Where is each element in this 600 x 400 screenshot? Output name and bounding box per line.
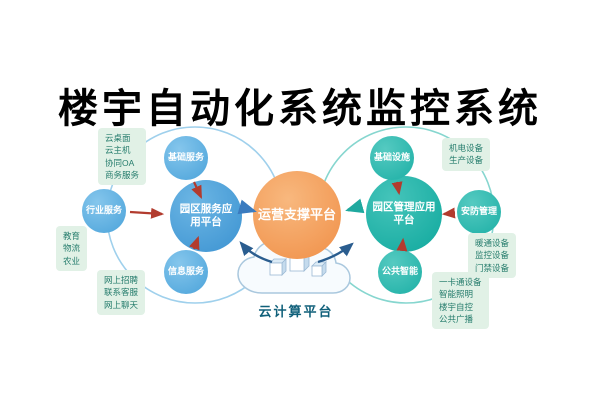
node-industry-services: 行业服务 bbox=[82, 189, 126, 233]
tag-item: 暖通设备 bbox=[475, 238, 510, 248]
node-label: 安防管理 bbox=[460, 206, 497, 217]
center-platform-circle: 运营支撑平台 bbox=[253, 171, 341, 259]
node-public-intelligence: 公共智能 bbox=[378, 250, 422, 294]
tag-item: 云桌面 bbox=[105, 133, 131, 143]
tag-item: 协同OA bbox=[105, 157, 135, 168]
tag-list-infrastructure: 机电设备 生产设备 bbox=[442, 138, 491, 171]
node-label: 公共智能 bbox=[381, 266, 418, 277]
tag-item: 生产设备 bbox=[449, 155, 484, 166]
node-label: 基础服务 bbox=[167, 152, 204, 163]
node-label: 基础设施 bbox=[373, 152, 410, 163]
node-information-services: 信息服务 bbox=[164, 250, 208, 294]
tag-item: 物流 bbox=[63, 243, 81, 254]
tag-list-basic-services: 云桌面 云主机 协同OA 商务服务 bbox=[98, 128, 147, 186]
tag-list-industry-services: 教育 物流 农业 bbox=[56, 226, 88, 271]
tag-item: 网上招聘 bbox=[104, 275, 139, 285]
tag-item: 监控设备 bbox=[475, 250, 510, 261]
left-platform-circle: 园区服务应用平台 bbox=[170, 180, 242, 252]
node-basic-services: 基础服务 bbox=[164, 136, 208, 180]
tag-item: 教育 bbox=[63, 231, 81, 241]
page-title: 楼宇自动化系统监控系统 bbox=[58, 87, 542, 131]
tag-item: 公共广播 bbox=[439, 313, 474, 324]
node-label: 行业服务 bbox=[85, 205, 122, 216]
tag-item: 门禁设备 bbox=[475, 262, 510, 273]
tag-list-security-management: 暖通设备 监控设备 门禁设备 bbox=[468, 233, 517, 278]
cloud-platform-label: 云计算平台 bbox=[258, 304, 334, 319]
right-platform-circle: 园区管理应用平台 bbox=[366, 176, 442, 252]
tag-list-public-intelligence: 一卡通设备 智能照明 楼宇自控 公共广播 bbox=[432, 272, 489, 330]
tag-item: 楼宇自控 bbox=[439, 301, 474, 312]
tag-item: 云主机 bbox=[105, 145, 131, 156]
node-label: 信息服务 bbox=[167, 266, 204, 277]
tag-item: 机电设备 bbox=[449, 143, 484, 153]
tag-item: 联系客服 bbox=[104, 287, 139, 298]
node-infrastructure: 基础设施 bbox=[370, 136, 414, 180]
tag-item: 智能照明 bbox=[439, 289, 474, 300]
tag-item: 农业 bbox=[63, 255, 81, 266]
node-security-management: 安防管理 bbox=[457, 190, 501, 234]
tag-list-information-services: 网上招聘 联系客服 网上聊天 bbox=[97, 270, 146, 315]
right-platform-label: 园区管理应用平台 bbox=[372, 200, 436, 226]
tag-item: 一卡通设备 bbox=[439, 277, 482, 287]
tag-item: 商务服务 bbox=[105, 169, 140, 180]
left-platform-label: 园区服务应用平台 bbox=[179, 202, 233, 228]
tag-item: 网上聊天 bbox=[104, 299, 139, 310]
center-platform-label: 运营支撑平台 bbox=[257, 206, 336, 222]
